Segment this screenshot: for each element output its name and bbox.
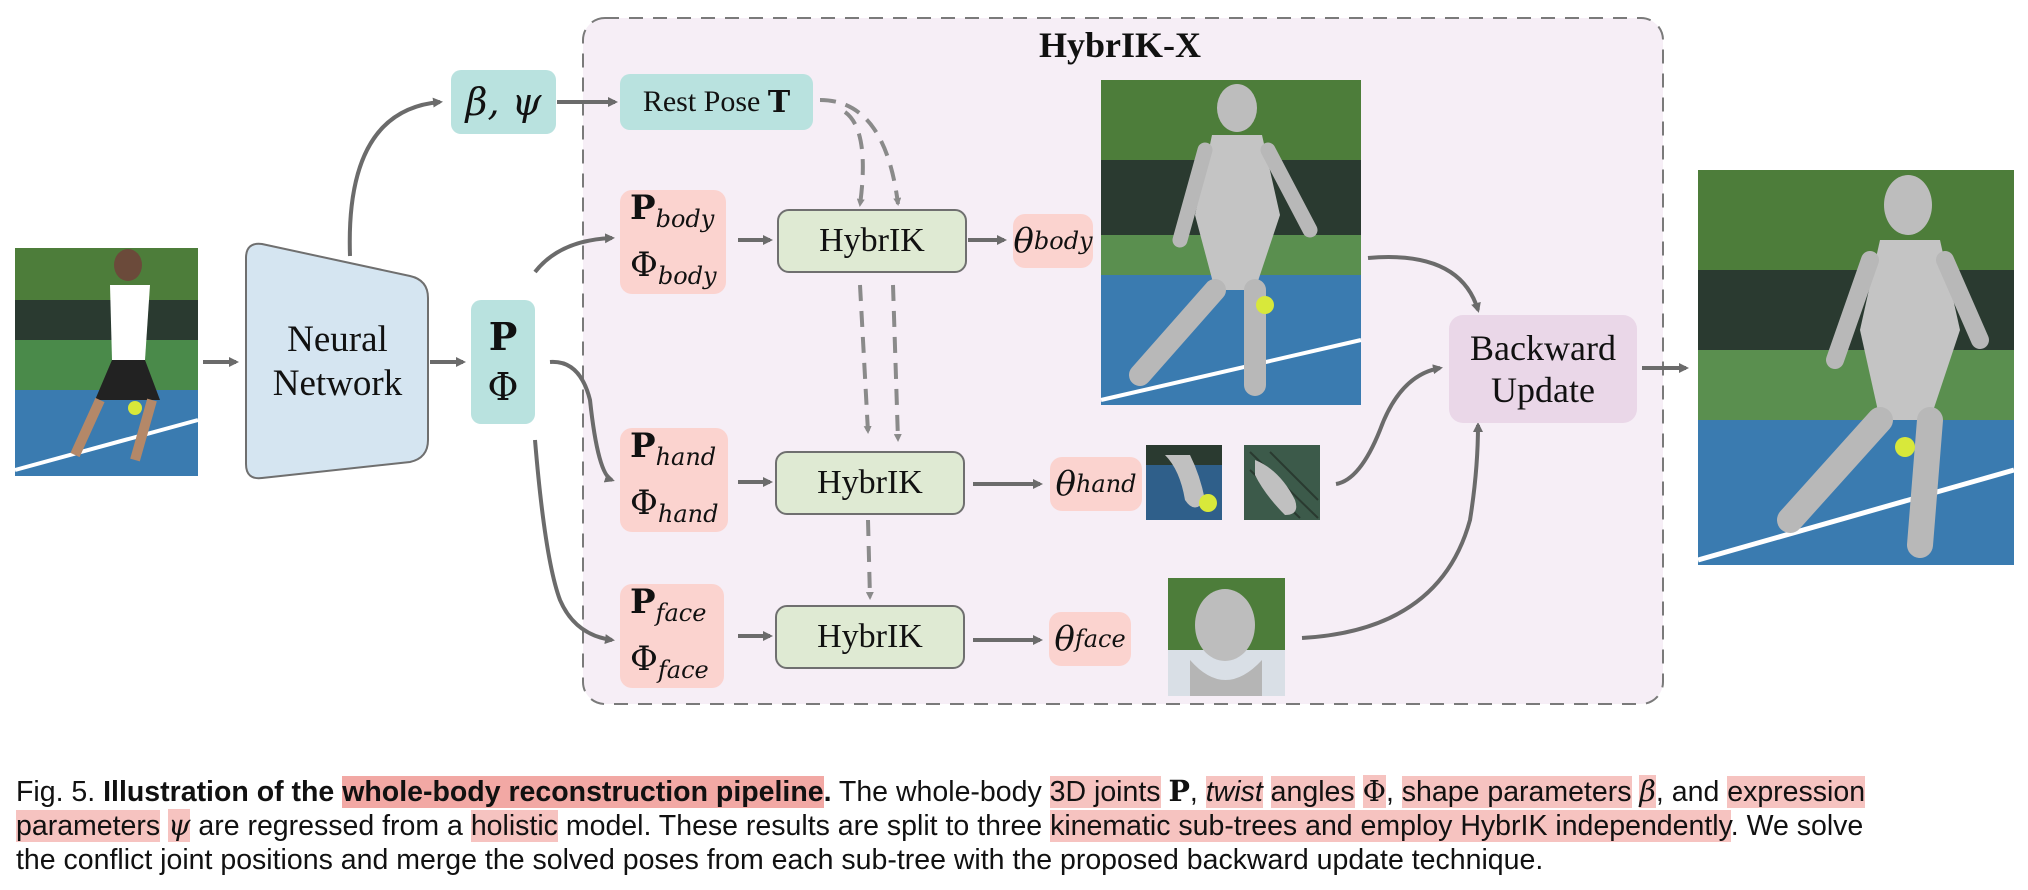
neural-network-line-1: Neural	[287, 319, 388, 360]
rest-pose-symbol: T	[767, 84, 791, 120]
hand-inputs: Phand Φhand	[620, 426, 728, 532]
shape-expression-params: β, ψ	[451, 70, 556, 134]
hybrik-hand-solver: HybrIK	[775, 451, 965, 515]
caption-hl-twist: twist	[1205, 776, 1263, 808]
neural-network-label: Neural Network	[250, 312, 425, 412]
caption-sym-psi: ψ	[168, 809, 191, 842]
fig-label: Fig. 5.	[16, 776, 96, 808]
caption-bold-period: .	[823, 776, 832, 808]
figure-caption: Fig. 5. Illustration of the whole-body r…	[16, 774, 2016, 877]
face-mesh-photo	[1168, 578, 1285, 696]
neural-network-line-2: Network	[272, 363, 403, 404]
caption-sym-p: P	[1168, 774, 1190, 808]
pipeline-arrows	[203, 97, 1689, 645]
caption-hl-shape-params: shape parameters	[1401, 776, 1632, 808]
hybrik-face-solver: HybrIK	[775, 605, 965, 669]
caption-text-1: The whole-body	[838, 776, 1042, 808]
caption-hl-holistic: holistic	[470, 810, 558, 842]
caption-hl-angles: angles	[1270, 776, 1355, 808]
face-inputs: Pface Φface	[620, 582, 724, 688]
caption-hl-kinematic: kinematic sub-trees and employ HybrIK in…	[1050, 810, 1731, 842]
caption-sym-beta: β	[1639, 775, 1656, 808]
caption-line-1: Fig. 5. Illustration of the whole-body r…	[16, 774, 2016, 809]
joints-symbol: P	[488, 314, 518, 359]
caption-hl-expression: expression	[1727, 776, 1866, 808]
p-hand: Phand	[630, 426, 717, 471]
hand-photo-right	[1244, 445, 1320, 520]
joints-twist-box: P Φ	[471, 300, 535, 424]
caption-bold-highlight: whole-body reconstruction pipeline	[342, 776, 824, 808]
caption-line-2: parameters ψ are regressed from a holist…	[16, 809, 2016, 843]
caption-text-4: , and	[1655, 776, 1720, 808]
caption-sym-phi: Φ	[1362, 775, 1386, 808]
backward-update-line-1: Backward	[1470, 328, 1616, 368]
hybrikx-title: HybrIK-X	[1039, 25, 1201, 65]
caption-text-2: ,	[1189, 776, 1198, 808]
input-photo	[14, 248, 199, 476]
rest-pose-label: Rest Pose	[642, 85, 768, 118]
caption-text-5: are regressed from a	[198, 810, 463, 842]
caption-text-6: model. These results are split to three	[565, 810, 1043, 842]
p-face: Pface	[630, 582, 707, 627]
caption-bold-lead: Illustration of the	[103, 776, 335, 808]
rest-pose-box: Rest Pose T	[620, 74, 813, 130]
dependency-arrows	[819, 98, 902, 600]
caption-text-7: . We solve	[1730, 810, 1864, 842]
body-mesh-photo	[1100, 80, 1362, 405]
body-inputs: Pbody Φbody	[620, 188, 726, 294]
output-photo	[1697, 170, 2015, 565]
hand-photo-left	[1146, 445, 1222, 520]
backward-update-box: Backward Update	[1449, 315, 1637, 423]
phi-body: Φbody	[630, 245, 717, 290]
neural-network-block	[245, 242, 429, 480]
caption-text-3: ,	[1385, 776, 1394, 808]
backward-update-line-2: Update	[1491, 370, 1595, 410]
pipeline-figure: HybrIK-X Neural Network β, ψ Rest Pose T…	[14, 17, 2015, 705]
p-body: Pbody	[630, 188, 715, 233]
caption-hl-3d-joints: 3D joints	[1049, 776, 1161, 808]
hybrik-body-solver: HybrIK	[777, 209, 967, 273]
caption-hl-parameters: parameters	[16, 810, 161, 842]
phi-hand: Φhand	[630, 483, 719, 528]
pipeline-diagram	[14, 17, 2015, 705]
phi-face: Φface	[630, 639, 709, 684]
twist-symbol: Φ	[487, 365, 519, 409]
caption-line-3: the conflict joint positions and merge t…	[16, 844, 1544, 876]
